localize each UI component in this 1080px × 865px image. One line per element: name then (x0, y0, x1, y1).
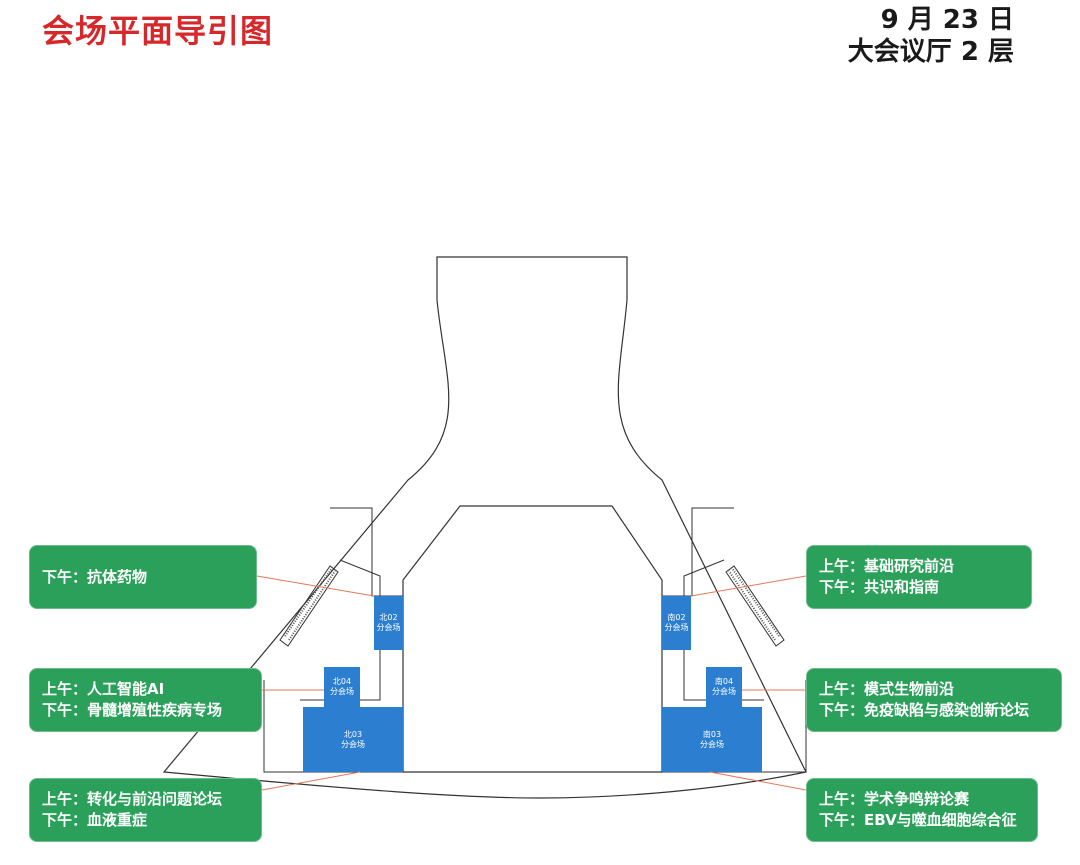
callout-south03-line1: 上午：学术争鸣辩论赛 (819, 790, 970, 808)
room-south04 (706, 667, 742, 707)
callout-north04-line2: 下午：骨髓增殖性疾病专场 (42, 701, 223, 719)
building-outline (162, 256, 807, 799)
callout-north03-line1: 上午：转化与前沿问题论坛 (42, 790, 223, 808)
callout-north03: 上午：转化与前沿问题论坛 下午：血液重症 (29, 778, 262, 842)
north-stairs (284, 567, 336, 641)
callout-south04: 上午：模式生物前沿 下午：免疫缺陷与感染创新论坛 (806, 668, 1062, 732)
date-label: 9 月 23 日 (880, 5, 1014, 35)
callout-south03: 上午：学术争鸣辩论赛 下午：EBV与噬血细胞综合征 (806, 778, 1038, 842)
room-north03 (303, 707, 403, 772)
room-north02 (374, 596, 403, 650)
callout-south04-line2: 下午：免疫缺陷与感染创新论坛 (819, 701, 1030, 719)
callout-south03-line2: 下午：EBV与噬血细胞综合征 (819, 811, 1017, 829)
callout-south02-line2: 下午：共识和指南 (819, 578, 940, 596)
south-stair-frame (725, 565, 785, 647)
callout-south02-line1: 上午：基础研究前沿 (819, 557, 955, 575)
central-hall-outline (402, 505, 663, 773)
north-stair-frame (279, 565, 339, 647)
room-north04 (324, 667, 360, 707)
leader-north02 (256, 575, 375, 597)
callout-north04: 上午：人工智能AI 下午：骨髓增殖性疾病专场 (29, 668, 262, 732)
leader-south02 (690, 575, 807, 597)
leader-north03 (261, 771, 361, 791)
south-stairs (728, 567, 780, 641)
callout-south04-line1: 上午：模式生物前沿 (819, 680, 955, 698)
callout-north02-line1: 下午：抗体药物 (42, 567, 148, 586)
callout-north03-line2: 下午：血液重症 (42, 811, 148, 829)
leader-south03 (709, 771, 807, 791)
callout-south02: 上午：基础研究前沿 下午：共识和指南 (806, 545, 1032, 609)
room-south02 (662, 596, 691, 650)
date-venue-block: 9 月 23 日 大会议厅 2 层 (848, 4, 1014, 68)
callout-north04-line1: 上午：人工智能AI (42, 680, 165, 698)
page-title: 会场平面导引图 (42, 12, 274, 50)
room-south03 (662, 707, 762, 772)
venue-label: 大会议厅 2 层 (847, 37, 1014, 67)
callout-north02: 下午：抗体药物 (29, 545, 257, 609)
